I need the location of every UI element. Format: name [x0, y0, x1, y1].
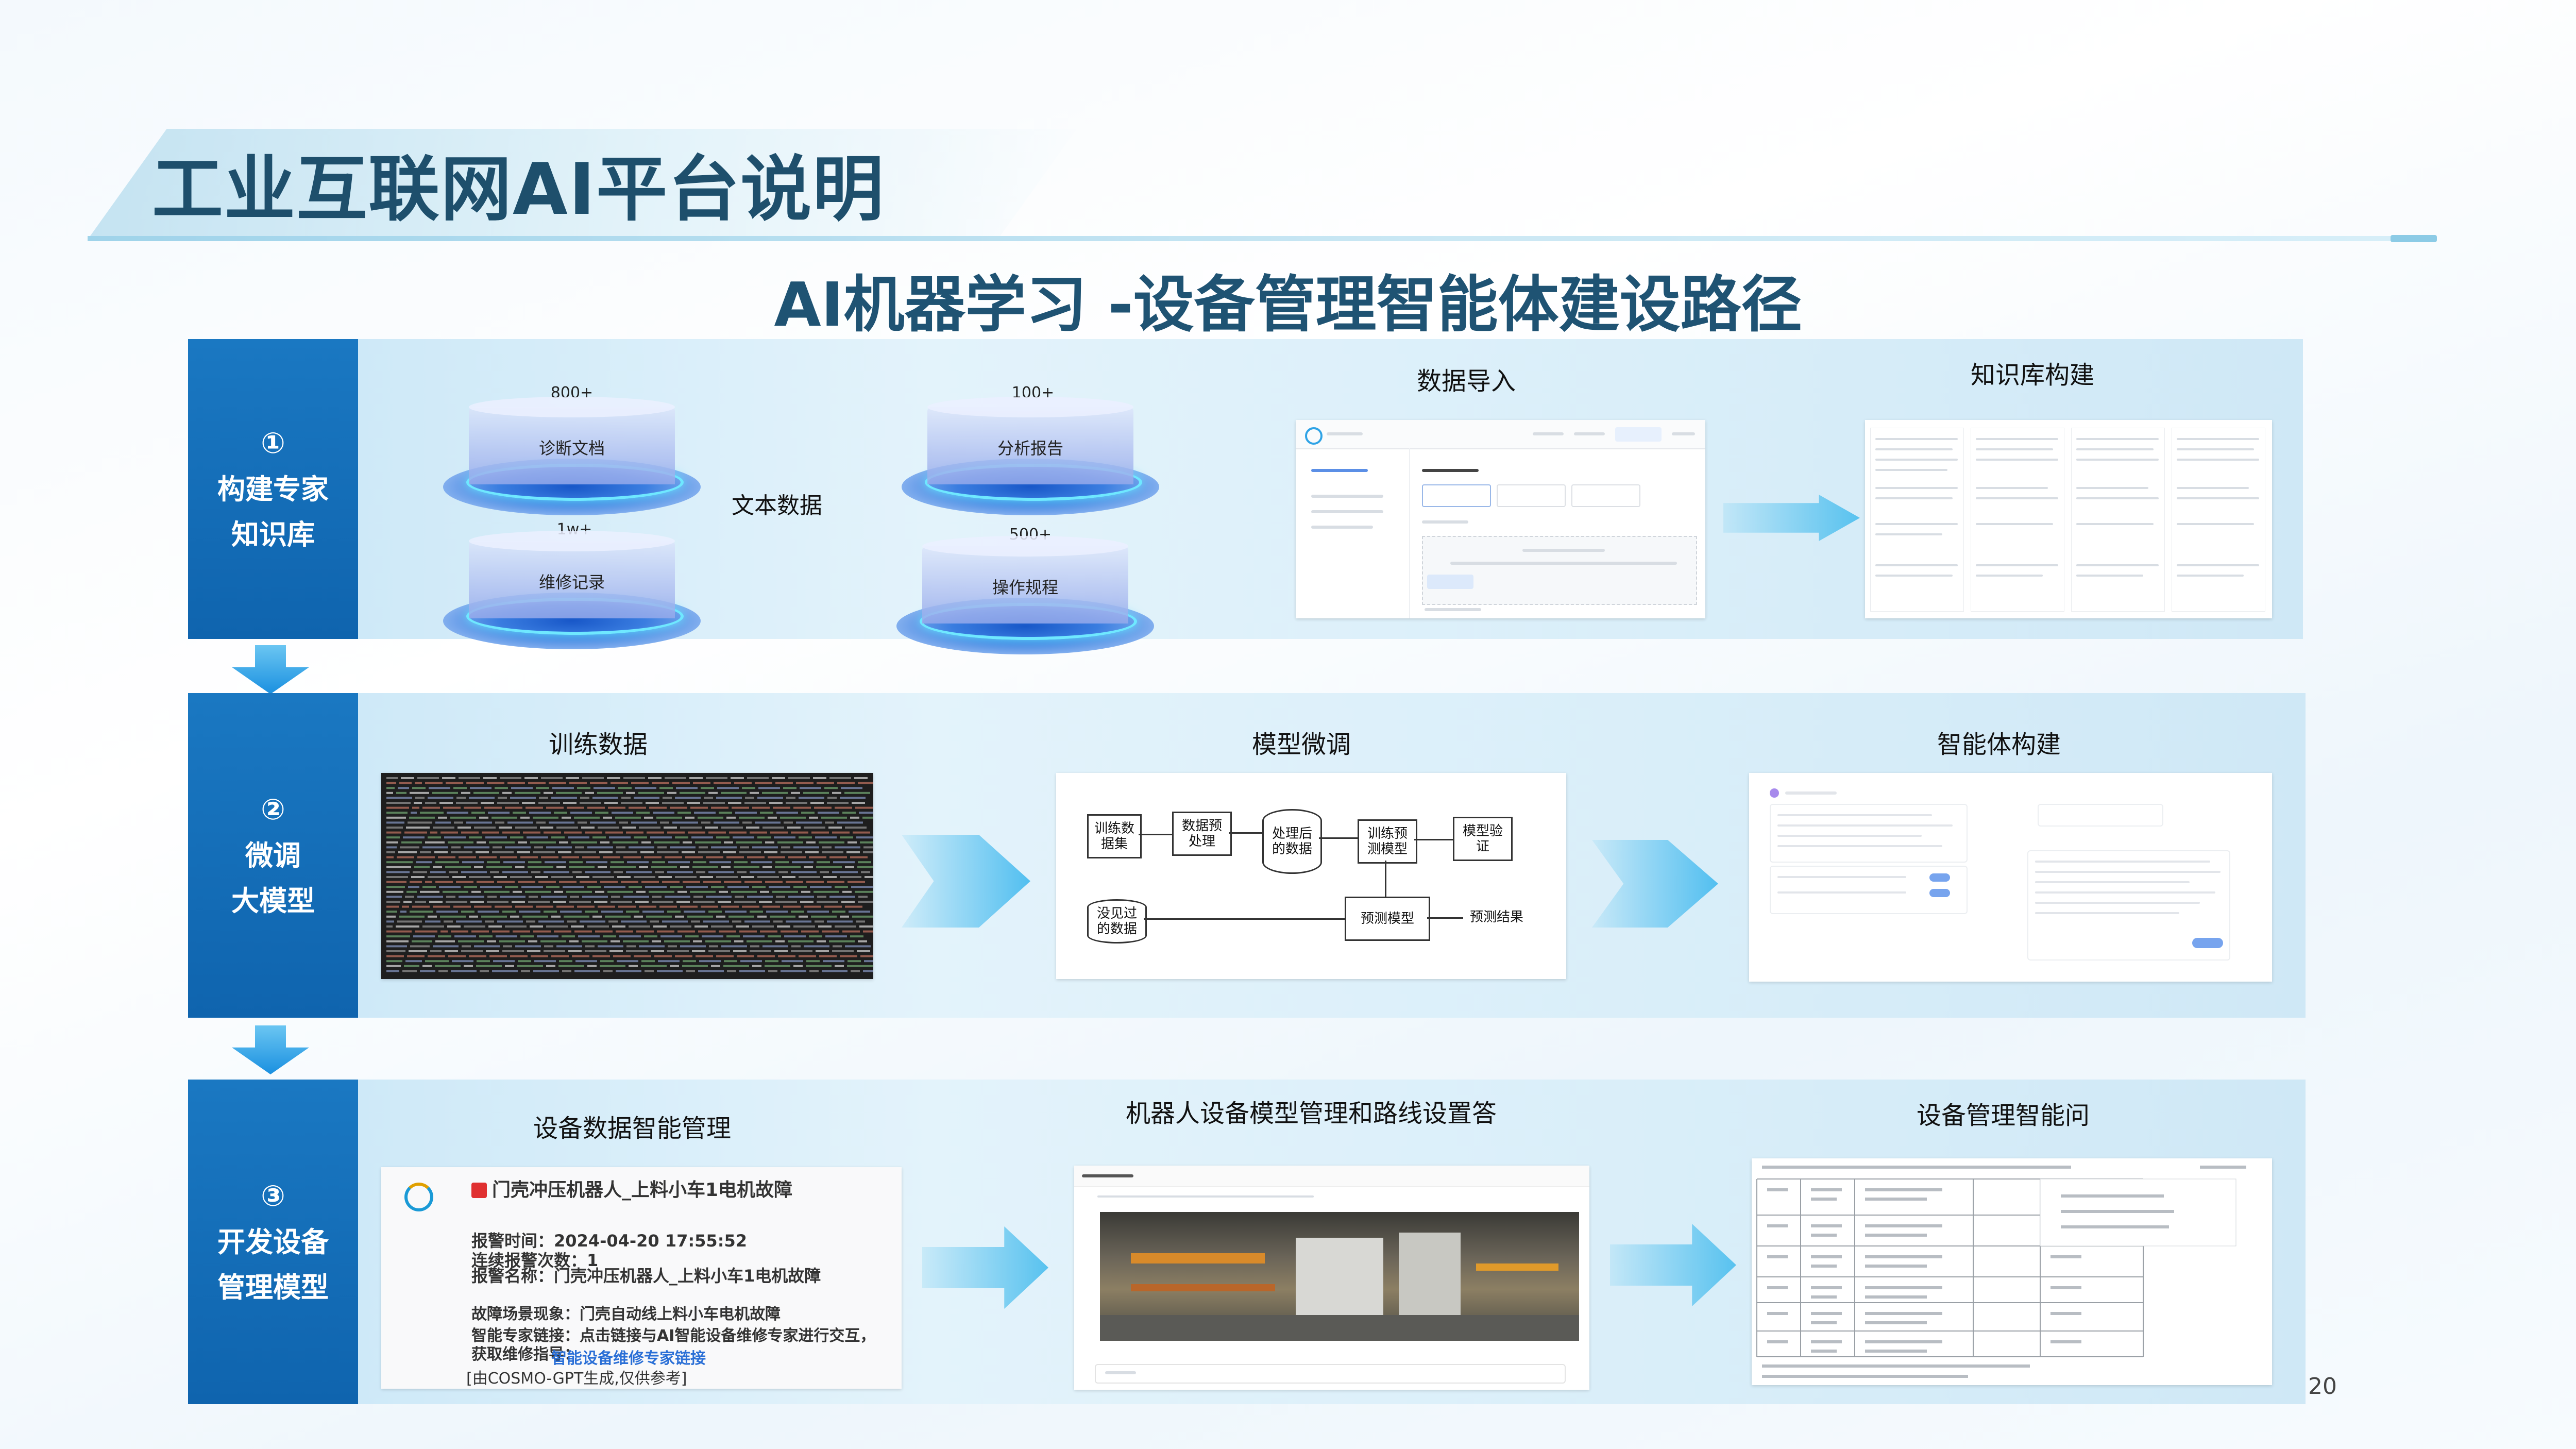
alert-scene: 故障场景现象：门壳自动线上料小车电机故障 — [471, 1305, 781, 1323]
alert-title: 门壳冲压机器人_上料小车1电机故障 — [492, 1180, 793, 1201]
data-import-screenshot — [1296, 420, 1705, 618]
step-2-label: ② 微调 大模型 — [188, 693, 358, 1018]
step-number: ① — [261, 427, 285, 460]
caption-device-qa: 设备管理智能问 — [1917, 1101, 2090, 1130]
caption-data-import: 数据导入 — [1417, 367, 1516, 396]
disc-label: 维修记录 — [538, 572, 605, 592]
step-title: 微调 大模型 — [231, 839, 315, 917]
caption-device-data: 设备数据智能管理 — [533, 1114, 732, 1143]
alert-message-card: 门壳冲压机器人_上料小车1电机故障 报警时间：2024-04-20 17:55:… — [381, 1167, 902, 1389]
caption-agent-build: 智能体构建 — [1937, 730, 2061, 759]
expert-link[interactable]: 智能设备维修专家链接 — [551, 1350, 706, 1368]
disc-operating-procedures: 操作规程 — [896, 536, 1154, 654]
alert-footer: [由COSMO-GPT生成,仅供参考] — [466, 1370, 687, 1388]
alert-count: 连续报警次数：1 — [471, 1251, 599, 1270]
cosmo-logo-icon — [404, 1183, 433, 1211]
down-arrow — [232, 645, 309, 694]
title-divider-end — [2391, 235, 2437, 242]
caption-model-finetune: 模型微调 — [1252, 730, 1351, 759]
flow-box-predict-result: 预测结果 — [1463, 902, 1530, 933]
finetune-flowchart: 训练数 据集 数据预 处理 处理后 的数据 训练预 测模型 模型验 证 没见过 … — [1056, 773, 1566, 979]
title-band — [88, 129, 1077, 240]
alert-time: 报警时间：2024-04-20 17:55:52 — [471, 1231, 748, 1251]
qa-table-screenshot — [1752, 1158, 2272, 1385]
alert-icon — [471, 1183, 487, 1198]
page-number: 20 — [2308, 1373, 2337, 1400]
flow-box-validate: 模型验 证 — [1453, 817, 1513, 861]
caption-kb-build: 知识库构建 — [1971, 361, 2095, 390]
step-title: 开发设备 管理模型 — [217, 1226, 329, 1304]
step-3-label: ③ 开发设备 管理模型 — [188, 1080, 358, 1404]
robot-chat-screenshot — [1074, 1166, 1589, 1390]
disc-label: 操作规程 — [992, 578, 1058, 597]
flow-box-predict-model: 预测模型 — [1345, 897, 1430, 941]
section-subtitle: AI机器学习 -设备管理智能体建设路径 — [774, 269, 1802, 340]
page-title: 工业互联网AI平台说明 — [152, 148, 885, 231]
text-data-label: 文本数据 — [732, 493, 822, 519]
flow-box-processed-data: 处理后 的数据 — [1262, 809, 1322, 874]
flow-box-train-model: 训练预 测模型 — [1358, 819, 1417, 864]
agent-build-screenshot — [1749, 773, 2272, 982]
title-divider — [88, 236, 2396, 241]
flow-box-preprocess: 数据预 处理 — [1172, 812, 1232, 856]
disc-label: 分析报告 — [997, 439, 1063, 458]
step-title: 构建专家 知识库 — [217, 473, 329, 551]
caption-robot-model: 机器人设备模型管理和路线设置答 — [1126, 1099, 1497, 1128]
flow-box-train-data: 训练数 据集 — [1087, 814, 1142, 858]
step-number: ② — [261, 793, 285, 827]
caption-training-data: 训练数据 — [549, 730, 648, 759]
disc-diagnosis-docs: 诊断文档 — [443, 397, 701, 515]
step-number: ③ — [261, 1180, 285, 1213]
alert-link-desc: 智能专家链接：点击链接与AI智能设备维修专家进行交互，获取维修指导： — [471, 1327, 876, 1363]
training-data-terminal — [381, 773, 873, 979]
step-1-label: ① 构建专家 知识库 — [188, 339, 358, 639]
disc-label: 诊断文档 — [538, 439, 605, 458]
disc-analysis-reports: 分析报告 — [902, 397, 1159, 515]
knowledge-base-screenshot — [1865, 420, 2272, 618]
down-arrow — [232, 1025, 309, 1074]
alert-name: 报警名称：门壳冲压机器人_上料小车1电机故障 — [471, 1266, 821, 1286]
disc-maintenance-records: 维修记录 — [443, 531, 701, 649]
factory-image — [1100, 1212, 1579, 1341]
flow-box-unseen-data: 没见过 的数据 — [1087, 899, 1147, 943]
